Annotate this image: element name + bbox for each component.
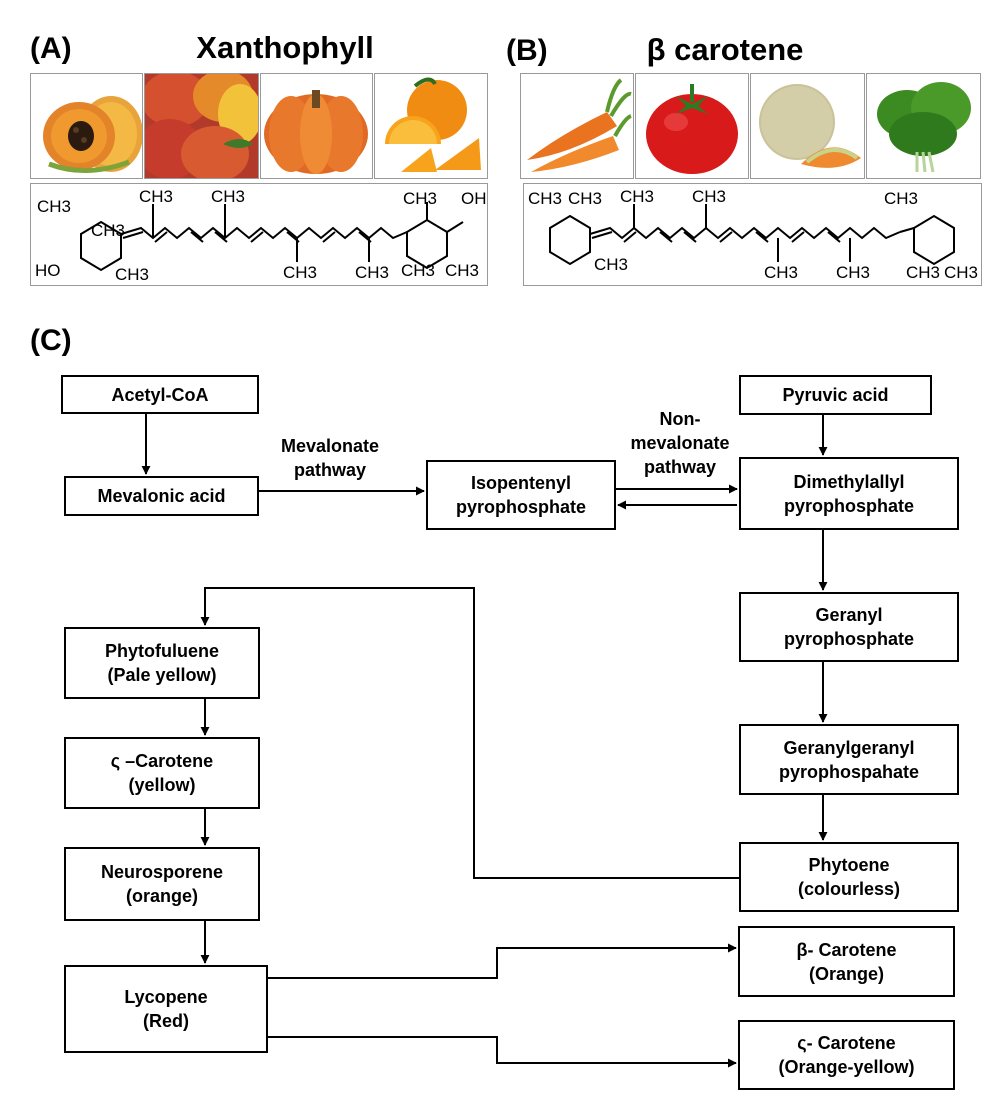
label-non-mevalonate-line-1: Non- [659, 409, 701, 429]
xanthophyll-structure: CH3 OH HO CH3 CH3 CH3 CH3 CH3 CH3 CH3 CH… [30, 183, 488, 286]
node-mevalonic-acid-line-1: Mevalonic acid [97, 486, 226, 506]
papaya-photo [30, 73, 143, 179]
melon-photo [750, 73, 865, 179]
xan-label-8: CH3 [355, 263, 389, 282]
node-lycopene-line-2: (Red) [142, 1011, 189, 1031]
node-isopentenyl-line-1: Isopentenyl [470, 473, 571, 493]
tomato-icon [636, 74, 748, 178]
node-geranylgeranyl-line-2: pyrophospahate [778, 761, 920, 782]
xan-label-3: HO [35, 261, 61, 280]
bc-label-1: CH3 [528, 189, 562, 208]
panel-a-letter: (A) [30, 32, 72, 65]
node-isopentenyl-line-2: pyrophosphate [455, 497, 586, 517]
bc-label-4: CH3 [620, 187, 654, 206]
pumpkin-photo [260, 73, 373, 179]
node-dimethylallyl-line-1: Dimethylallyl [793, 471, 905, 492]
xan-label-9: CH3 [401, 261, 435, 280]
node-geranyl-pyrophosphate: Geranyl pyrophosphate [739, 592, 959, 662]
bc-label-8: CH3 [884, 189, 918, 208]
node-mevalonic-acid: Mevalonic acid [64, 476, 259, 516]
bc-label-9: CH3 [906, 263, 940, 282]
node-sigma-carotene: ς- Carotene (Orange-yellow) [738, 1020, 955, 1090]
bc-label-2: CH3 [568, 189, 602, 208]
panel-b-letter: (B) [506, 34, 548, 67]
xan-label-6: CH3 [211, 187, 245, 206]
node-sigma-carotene-line-1: ς- Carotene [797, 1033, 896, 1053]
node-dimethylallyl-line-2: pyrophosphate [783, 495, 914, 516]
beta-carotene-skeleton-icon: CH3 CH3 CH3 CH3 CH3 CH3 CH3 CH3 CH3 CH3 [528, 187, 978, 282]
node-pyruvic-acid-line-1: Pyruvic acid [782, 385, 889, 405]
xan-label-11: CH3 [403, 189, 437, 208]
node-zeta-carotene-line-2: (yellow) [128, 775, 196, 795]
tomato-photo [635, 73, 749, 179]
node-acetyl-coa-line-1: Acetyl-CoA [111, 384, 209, 405]
node-lycopene: Lycopene (Red) [64, 965, 268, 1053]
bc-label-7: CH3 [836, 263, 870, 282]
label-non-mevalonate-line-2: mevalonate [630, 433, 730, 453]
arrow-phytoene-to-phytofluene [200, 587, 739, 879]
mango-photo [144, 73, 259, 179]
node-zeta-carotene-line-1: ς –Carotene [110, 751, 214, 771]
node-beta-carotene-line-1: β- Carotene [796, 939, 897, 960]
node-sigma-carotene-line-2: (Orange-yellow) [778, 1057, 915, 1077]
arrow-lycopene-to-sigma [268, 1036, 737, 1068]
node-geranyl-line-1: Geranyl [815, 605, 883, 625]
node-zeta-carotene: ς –Carotene (yellow) [64, 737, 260, 809]
beta-carotene-structure: CH3 CH3 CH3 CH3 CH3 CH3 CH3 CH3 CH3 CH3 [523, 183, 982, 286]
orange-icon [375, 74, 487, 178]
bc-label-3: CH3 [594, 255, 628, 274]
carrot-photo [520, 73, 634, 179]
node-isopentenyl-pyrophosphate: Isopentenyl pyrophosphate [426, 460, 616, 530]
spinach-icon [867, 74, 980, 178]
node-pyruvic-acid: Pyruvic acid [739, 375, 932, 415]
label-non-mevalonate-pathway: Non- mevalonate pathway [610, 407, 750, 479]
carrot-icon [521, 74, 633, 178]
label-mevalonate-line-1: Mevalonate [280, 436, 380, 456]
spinach-photo [866, 73, 981, 179]
panel-c-letter: (C) [30, 324, 72, 357]
xan-label-2: OH [461, 189, 487, 208]
node-neurosporene-line-1: Neurosporene [100, 862, 224, 882]
label-mevalonate-pathway: Mevalonate pathway [255, 434, 405, 482]
node-phytoene: Phytoene (colourless) [739, 842, 959, 912]
node-phytoene-line-1: Phytoene [808, 855, 890, 875]
xan-label-10: CH3 [445, 261, 479, 280]
xan-label-4: CH3 [115, 265, 149, 284]
node-neurosporene-line-2: (orange) [126, 886, 198, 906]
xanthophyll-skeleton-icon: CH3 OH HO CH3 CH3 CH3 CH3 CH3 CH3 CH3 CH… [35, 187, 487, 284]
papaya-icon [31, 74, 142, 178]
node-phytoene-line-2: (colourless) [797, 879, 901, 899]
xan-label-1: CH3 [37, 197, 71, 216]
bc-label-10: CH3 [944, 263, 978, 282]
label-mevalonate-line-2: pathway [293, 460, 367, 480]
node-lycopene-line-1: Lycopene [124, 987, 208, 1007]
node-phytofluene: Phytofuluene (Pale yellow) [64, 627, 260, 699]
node-beta-carotene: β- Carotene (Orange) [738, 926, 955, 997]
mango-icon [145, 74, 258, 178]
melon-icon [751, 74, 864, 178]
node-dimethylallyl-pyrophosphate: Dimethylallyl pyrophosphate [739, 457, 959, 530]
node-phytofluene-line-1: Phytofuluene [104, 641, 219, 661]
arrow-lycopene-to-beta [268, 943, 737, 979]
node-neurosporene: Neurosporene (orange) [64, 847, 260, 921]
orange-photo [374, 73, 488, 179]
xan-label-5: CH3 [139, 187, 173, 206]
node-acetyl-coa: Acetyl-CoA [61, 375, 259, 414]
xan-label-7: CH3 [283, 263, 317, 282]
node-geranylgeranyl-line-1: Geranylgeranyl [783, 737, 915, 758]
xan-label-12: CH3 [91, 221, 125, 240]
node-phytofluene-line-2: (Pale yellow) [107, 665, 217, 685]
node-beta-carotene-line-2: (Orange) [808, 963, 884, 984]
bc-label-6: CH3 [764, 263, 798, 282]
bc-label-5: CH3 [692, 187, 726, 206]
pumpkin-icon [261, 74, 372, 178]
label-non-mevalonate-line-3: pathway [643, 457, 717, 477]
panel-a-title: Xanthophyll [196, 30, 374, 65]
node-geranyl-line-2: pyrophosphate [783, 629, 914, 649]
panel-b-title: β carotene [646, 32, 804, 67]
node-geranylgeranyl-pyrophosphate: Geranylgeranyl pyrophospahate [739, 724, 959, 795]
